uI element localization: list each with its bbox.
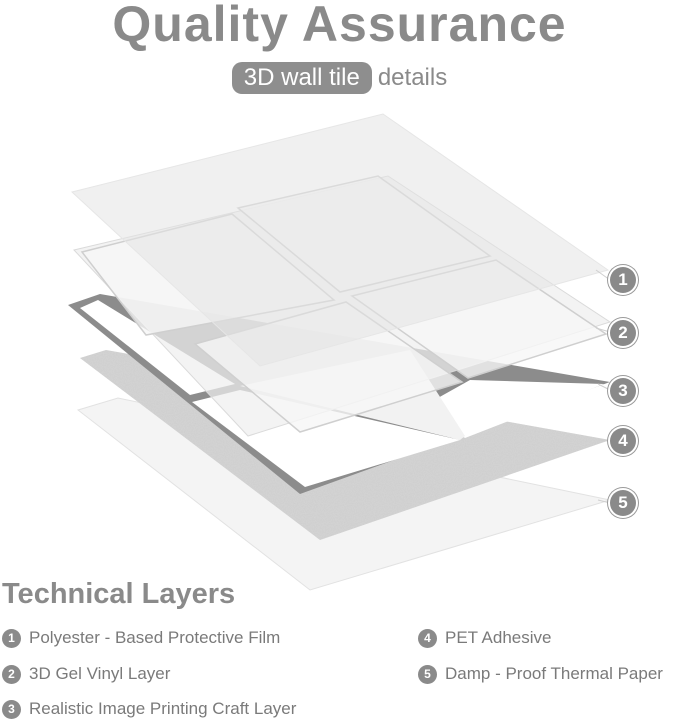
legend-label: 3D Gel Vinyl Layer [29, 664, 171, 683]
layer-stack-illustration [68, 113, 612, 591]
badge-3: 3 [610, 378, 636, 404]
legend-item-5: 5 Damp - Proof Thermal Paper [418, 663, 663, 685]
legend-label: Realistic Image Printing Craft Layer [29, 699, 297, 718]
layer-protective-film [70, 113, 610, 367]
legend-title: Technical Layers [2, 578, 236, 610]
product-pill: 3D wall tile [231, 62, 372, 94]
legend-number: 3 [2, 700, 21, 719]
legend-item-3: 3 Realistic Image Printing Craft Layer [2, 698, 296, 720]
badge-1: 1 [610, 267, 636, 293]
legend-item-4: 4 PET Adhesive [418, 627, 551, 649]
legend-label: Damp - Proof Thermal Paper [445, 664, 663, 683]
legend-item-1: 1 Polyester - Based Protective Film [2, 627, 280, 649]
page-title: Quality Assurance [112, 0, 567, 52]
legend-label: Polyester - Based Protective Film [29, 628, 281, 647]
legend-number: 4 [418, 629, 437, 648]
legend-number: 5 [418, 665, 437, 684]
legend-item-2: 2 3D Gel Vinyl Layer [2, 663, 170, 685]
badge-2: 2 [610, 320, 636, 346]
print-tile [420, 380, 604, 438]
details-text: details [377, 64, 448, 91]
legend-label: PET Adhesive [445, 628, 552, 647]
badge-4: 4 [610, 428, 636, 454]
legend-number: 1 [2, 629, 21, 648]
badge-5: 5 [610, 490, 636, 516]
legend-number: 2 [2, 665, 21, 684]
